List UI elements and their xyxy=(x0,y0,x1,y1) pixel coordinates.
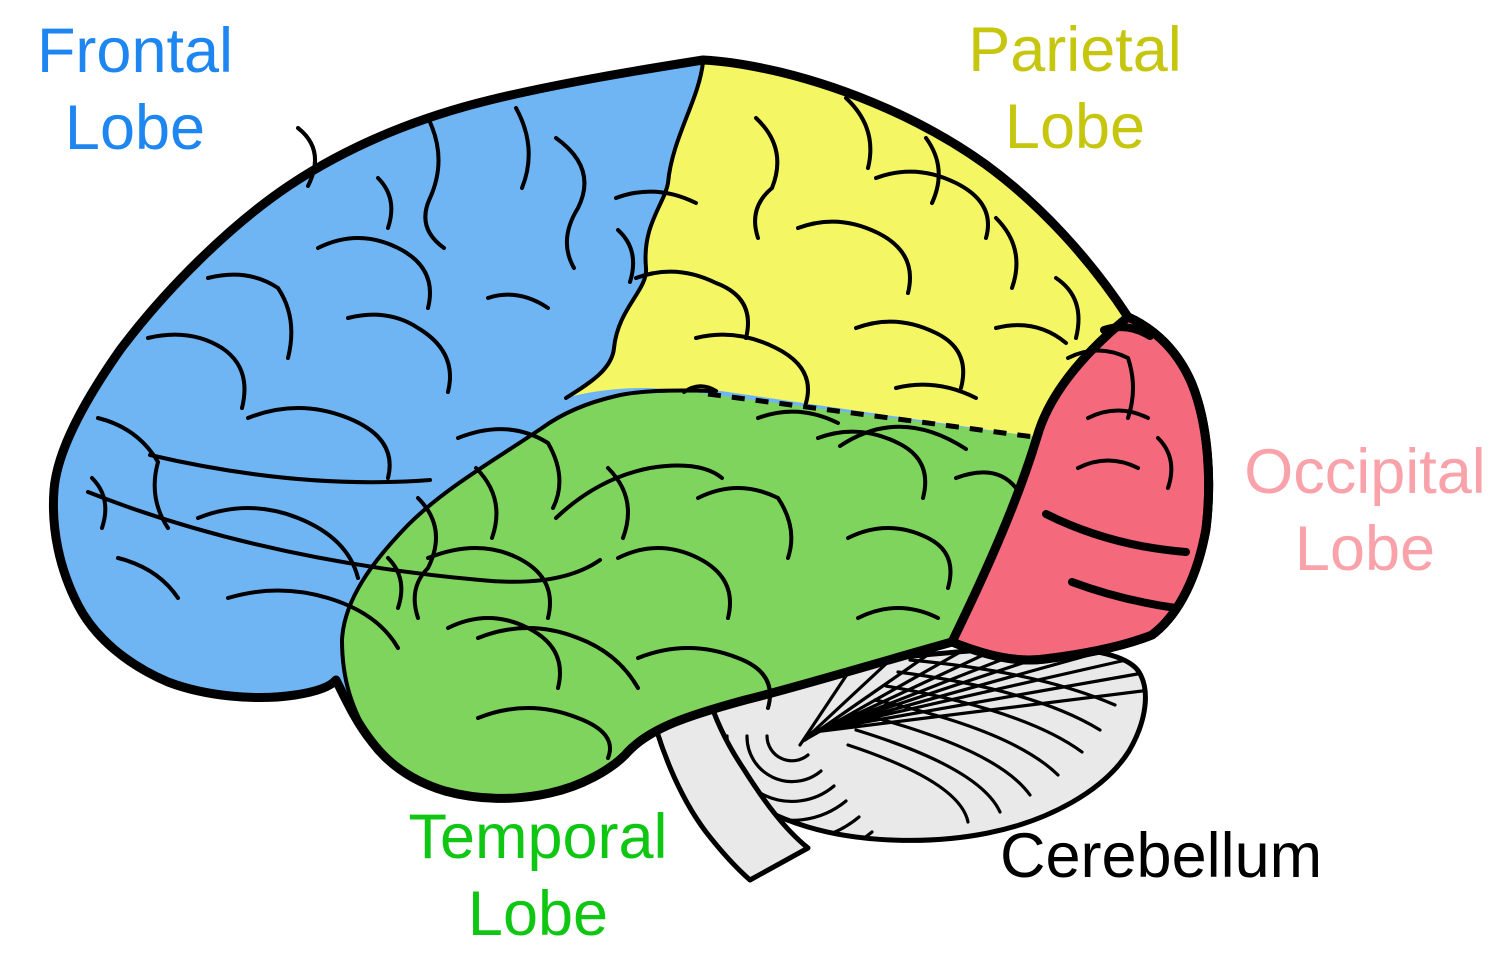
sulcus-junction-knob xyxy=(682,384,718,394)
brainstem-shape xyxy=(645,692,811,883)
frontal-sulci xyxy=(86,106,640,690)
parietal-label: Parietal Lobe xyxy=(925,12,1225,166)
temporal-label-line2: Lobe xyxy=(467,878,609,949)
parietal-label-line1: Parietal xyxy=(968,15,1182,85)
occipital-label: Occipital Lobe xyxy=(1235,434,1495,588)
cerebellum-label-line1: Cerebellum xyxy=(1000,821,1323,891)
temporal-label-line1: Temporal xyxy=(408,802,668,872)
temporal-lobe-shape xyxy=(342,391,1037,799)
temporal-gyrus-arc xyxy=(838,424,968,451)
parietal-label-line2: Lobe xyxy=(1004,91,1146,162)
occipital-label-line1: Occipital xyxy=(1244,437,1486,507)
temporal-sulci xyxy=(386,409,1018,760)
parietal-sulci xyxy=(614,96,1081,405)
central-sulcus-line xyxy=(564,60,705,400)
parietal-lobe-shape xyxy=(566,60,1128,437)
frontal-label: Frontal Lobe xyxy=(10,13,260,167)
cerebrum-outline xyxy=(48,55,1214,803)
parietal-temporal-dashed-line xyxy=(707,391,1035,440)
frontal-label-line1: Frontal xyxy=(36,16,234,86)
cerebellum-label: Cerebellum xyxy=(1000,818,1400,895)
occipital-sulci xyxy=(1042,323,1190,612)
occipital-label-line2: Lobe xyxy=(1294,513,1436,584)
temporal-label: Temporal Lobe xyxy=(388,799,688,953)
frontal-label-line2: Lobe xyxy=(64,92,206,163)
